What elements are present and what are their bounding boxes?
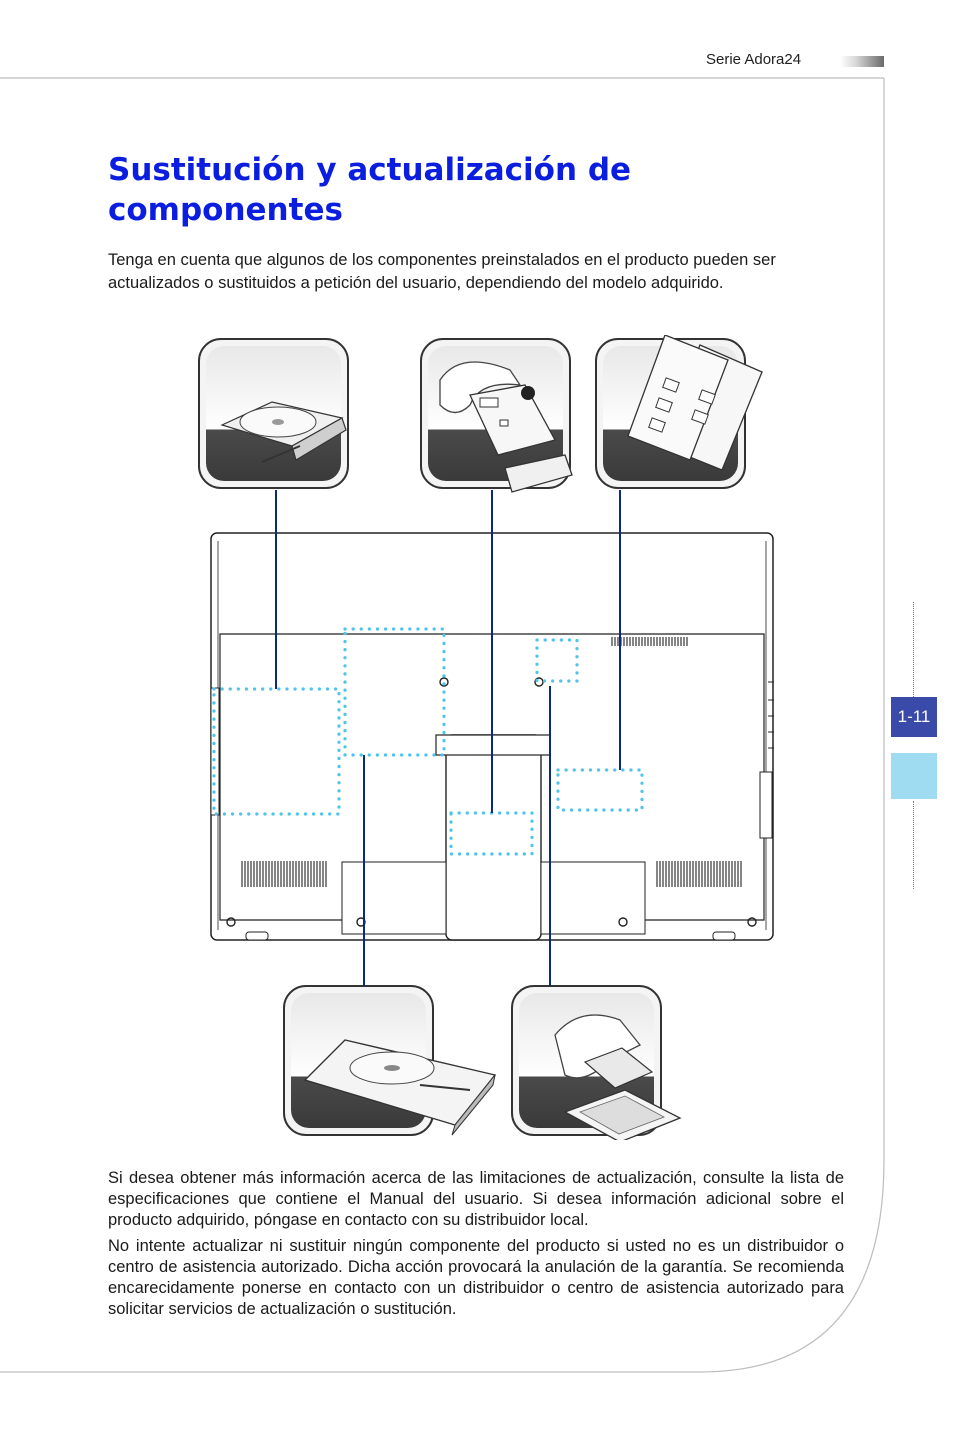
memory-modules-thumbnail bbox=[595, 335, 763, 489]
intro-paragraph: Tenga en cuenta que algunos de los compo… bbox=[108, 251, 776, 292]
hard-disk-thumbnail bbox=[283, 985, 497, 1136]
area-hard-disk bbox=[343, 627, 446, 757]
side-dotted-line-top bbox=[913, 602, 914, 697]
wireless-card-icon bbox=[439, 361, 573, 493]
wireless-card-thumbnail bbox=[420, 338, 573, 493]
warning-paragraph: No intente actualizar ni sustituir ningú… bbox=[108, 1237, 844, 1318]
info-paragraph: Si desea obtener más información acerca … bbox=[108, 1169, 844, 1229]
component-diagram bbox=[198, 335, 774, 1140]
chapter-tab bbox=[891, 753, 937, 799]
area-optical-drive bbox=[212, 687, 341, 816]
side-dotted-line-bottom bbox=[913, 801, 914, 889]
optical-drive-thumbnail bbox=[198, 338, 349, 489]
cpu-icon bbox=[554, 1014, 682, 1140]
area-memory bbox=[556, 768, 644, 812]
optical-drive-icon bbox=[220, 401, 347, 463]
memory-modules-icon bbox=[627, 335, 763, 471]
cpu-thumbnail bbox=[511, 985, 682, 1140]
page-title: Sustitución y actualización de component… bbox=[108, 152, 632, 228]
hard-disk-icon bbox=[303, 1039, 497, 1136]
leader-lines bbox=[275, 490, 621, 986]
series-label: Serie Adora24 bbox=[706, 51, 802, 68]
header-gradient-bar bbox=[840, 56, 884, 67]
page-number-tab: 1-11 bbox=[891, 697, 937, 737]
